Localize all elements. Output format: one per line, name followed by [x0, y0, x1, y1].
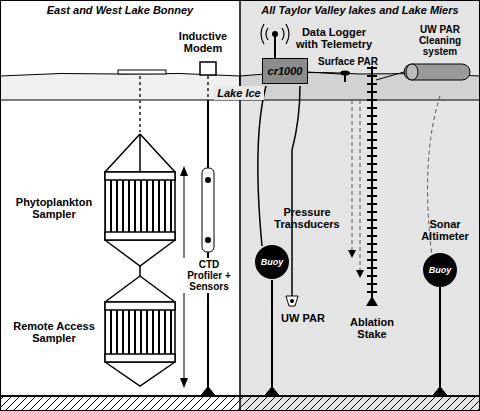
logger-label: Data Logger with Telemetry: [292, 26, 376, 50]
transducer-label: Pressure Transducers: [266, 206, 348, 230]
buoy-label: Buoy: [429, 265, 452, 275]
ice-label: Lake Ice: [214, 86, 264, 100]
sensor-label: Surface PAR: [312, 56, 384, 67]
sensor-label: UW PAR: [278, 312, 328, 324]
panel-title: All Taylor Valley lakes and Lake Miers: [240, 4, 480, 16]
panel-title: East and West Lake Bonney: [0, 4, 240, 16]
altimeter-label: Sonar Altimeter: [412, 218, 478, 242]
buoy-circle: Buoy: [423, 253, 457, 287]
buoy-label: Buoy: [261, 257, 284, 267]
cleaning-label: UW PAR Cleaning system: [402, 24, 478, 57]
logger-name: cr1000: [268, 65, 303, 77]
ctd-label: CTD Profiler + Sensors: [180, 258, 238, 293]
sampler-label: Remote Access Sampler: [6, 320, 102, 344]
buoy-circle: Buoy: [255, 245, 289, 279]
stake-label: Ablation Stake: [338, 316, 406, 340]
data-logger-box: cr1000: [262, 58, 308, 84]
modem-label: Inductive Modem: [168, 30, 238, 54]
sampler-label: Phytoplankton Sampler: [6, 196, 102, 220]
